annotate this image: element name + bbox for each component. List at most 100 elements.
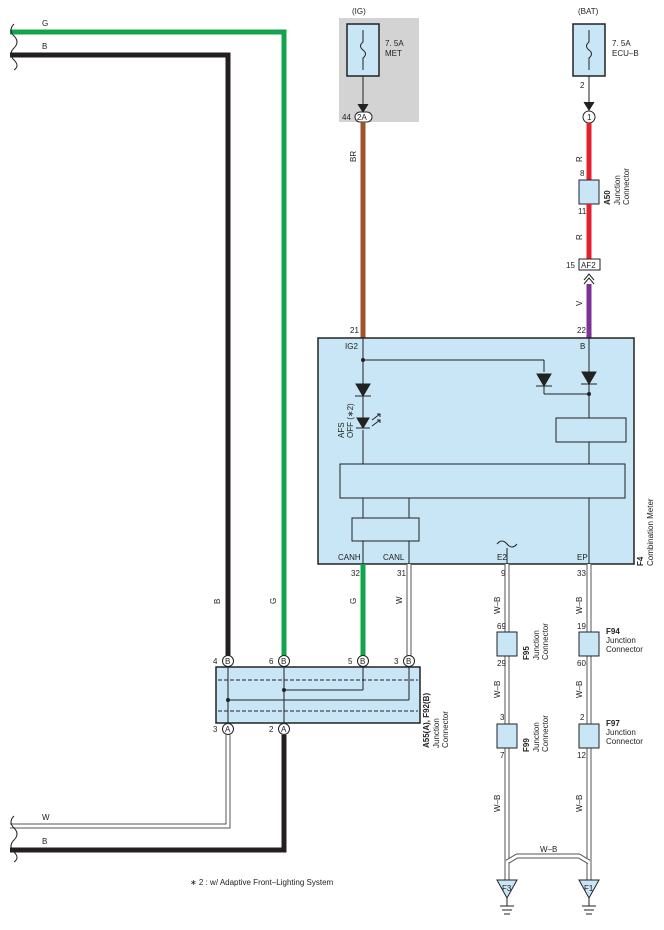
wire-label-left-g: G: [269, 598, 278, 604]
a55-pin-bottom-2: 2: [269, 725, 274, 734]
meter-name: Combination Meter: [646, 498, 655, 566]
a55-pin-top-2: 6: [269, 657, 274, 666]
f94-line1: Junction: [606, 636, 636, 645]
f94-pin-bottom: 60: [577, 659, 586, 668]
a55-pin-top-1: 4: [213, 657, 218, 666]
connector-a-letter: A: [225, 725, 231, 734]
connector-b-letter: B: [225, 657, 230, 666]
connector-af2-pin: 15: [566, 261, 575, 270]
f95-pin-bottom: 29: [497, 659, 506, 668]
fuse-ecub-name: ECU–B: [612, 49, 639, 58]
meter-pin-b: 22: [577, 326, 586, 335]
meter-pin-ep: 33: [577, 569, 586, 578]
junction-f97: [578, 723, 600, 749]
connector-a-pin-2: [278, 723, 290, 735]
wire-label-br: BR: [349, 151, 358, 162]
connector-1-label: 1: [587, 113, 592, 122]
wire-b-bottom: [10, 735, 287, 853]
connector-af2-mark: [583, 273, 595, 285]
wire-g-top: [10, 29, 287, 656]
wire-label-left-b: B: [213, 599, 222, 604]
f95-line1: Junction: [532, 630, 541, 660]
f97-pin-bottom: 12: [577, 751, 586, 760]
a55-line2: Connector: [441, 711, 450, 748]
connector-2a-pin: 44: [342, 113, 351, 122]
connector-b-pin-5: [357, 655, 369, 667]
a55-pin-top-3: 5: [348, 657, 353, 666]
f97-code: F97: [606, 719, 620, 728]
connector-2a-label: 2A: [357, 113, 367, 122]
ground-f3-label: F3: [502, 884, 512, 893]
a50-code: A50: [603, 190, 612, 205]
wire-label-ep-wb1: W–B: [575, 597, 584, 614]
f99-line1: Junction: [532, 722, 541, 752]
junction-a50: [578, 179, 600, 205]
wire-break-mark: [10, 23, 18, 71]
f94-line2: Connector: [606, 645, 643, 654]
connector-af2-label: AF2: [581, 261, 596, 270]
meter-pin-e2: 9: [501, 569, 506, 578]
junction-dot: [226, 698, 230, 702]
meter-afs-line1: AFS: [337, 422, 346, 438]
tilde-symbol-icon: [496, 540, 518, 548]
meter-terminal-canl: CANL: [383, 553, 405, 562]
connector-b-letter: B: [406, 657, 411, 666]
ground-f1-triangle: [578, 879, 600, 900]
f94-pin-top: 19: [577, 622, 586, 631]
junction-a55-f92: [215, 666, 421, 724]
a50-pin-top: 8: [580, 169, 585, 178]
meter-junction-dot: [587, 392, 591, 396]
meter-terminal-e2: E2: [497, 553, 507, 562]
meter-terminal-b: B: [580, 342, 585, 351]
meter-can-transceiver-block: [351, 517, 420, 542]
f99-pin-top: 3: [500, 713, 505, 722]
f95-line2: Connector: [541, 623, 550, 660]
meter-internal-block-right: [555, 417, 627, 443]
meter-pin-canl: 31: [397, 569, 406, 578]
meter-terminal-ig2: IG2: [345, 342, 358, 351]
ground-f3-triangle: [496, 879, 518, 900]
wire-break-mark: [10, 815, 18, 863]
wire-label-r-lower: R: [575, 234, 584, 240]
connector-af2: [578, 258, 601, 271]
a55-pin-top-4: 3: [394, 657, 399, 666]
wire-label-r-upper: R: [575, 156, 584, 162]
a55-code: A55(A), F92(B): [422, 693, 431, 748]
f94-code: F94: [606, 627, 620, 636]
diode-icon: [581, 371, 597, 385]
arrow-ecub: [583, 101, 595, 111]
meter-pin-ig2: 21: [350, 326, 359, 335]
fuse-met-symbol: [360, 30, 366, 70]
footnote: ∗ 2 : w/ Adaptive Front–Lighting System: [190, 878, 334, 887]
meter-pin-canh: 32: [351, 569, 360, 578]
junction-f99: [496, 723, 518, 749]
a55-pin-bottom-1: 3: [213, 725, 218, 734]
wire-label-e2-wb3: W–B: [493, 795, 502, 812]
connector-a-pin-3: [222, 723, 234, 735]
fuse-ecub-pin: 2: [580, 81, 585, 90]
meter-internal-circuit: [362, 338, 590, 564]
led-light-rays-icon: [371, 413, 381, 427]
power-label-bat: (BAT): [578, 7, 599, 16]
connector-b-pin-6: [278, 655, 290, 667]
wire-w-bottom-core: [10, 735, 230, 828]
wire-label-v: V: [575, 300, 584, 306]
a55-line1: Junction: [432, 718, 441, 748]
connector-b-pin-3: [403, 655, 415, 667]
afs-off-indicator-led-icon: [356, 417, 370, 429]
wire-label-g-top: G: [42, 19, 48, 28]
a50-line1: Junction: [613, 175, 622, 205]
f97-line2: Connector: [606, 737, 643, 746]
f97-pin-top: 2: [580, 713, 585, 722]
diode-icon: [355, 383, 371, 397]
junction-f94: [578, 631, 600, 657]
wire-label-canl-w: W: [395, 596, 404, 604]
ground-icon: [582, 898, 596, 915]
connector-b-letter: B: [360, 657, 365, 666]
ground-icon: [500, 898, 514, 915]
wire-label-b-bottom: B: [42, 837, 47, 846]
meter-cpu-block: [339, 463, 626, 499]
connector-b-pin-4: [222, 655, 234, 667]
f99-pin-bottom: 7: [500, 751, 505, 760]
